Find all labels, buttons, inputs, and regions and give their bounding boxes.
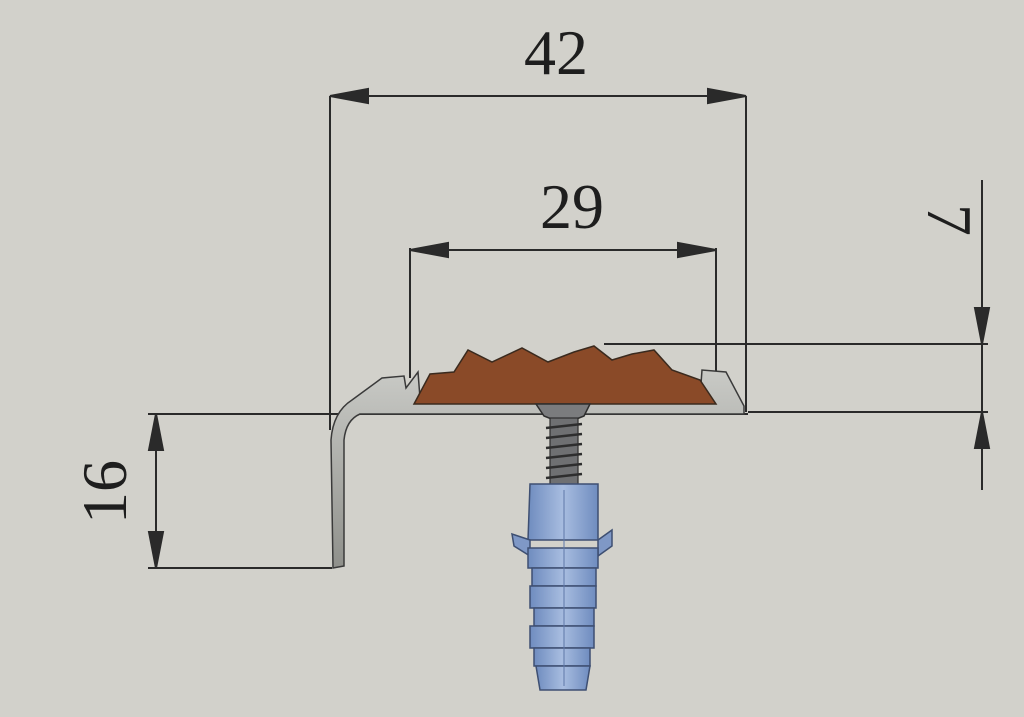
insert-height-label: 7: [914, 204, 985, 236]
dimension-insert-width: [409, 241, 717, 378]
anti-slip-insert: [412, 345, 718, 405]
arrowhead-left: [409, 241, 449, 259]
dowel-icon: [511, 483, 613, 691]
screw-icon: [534, 403, 592, 489]
insert-width-label: 29: [540, 171, 604, 242]
arrowhead-bottom: [973, 411, 991, 449]
profile-height-label: 16: [69, 460, 140, 524]
arrowhead-right: [677, 241, 717, 259]
arrowhead-bottom: [147, 531, 165, 569]
arrowhead-left: [329, 87, 369, 105]
dimension-profile-height: [147, 413, 748, 569]
arrowhead-right: [707, 87, 747, 105]
dimension-insert-height: [604, 180, 991, 490]
dimension-overall-width: [329, 87, 747, 430]
arrowhead-top: [973, 307, 991, 345]
arrowhead-top: [147, 413, 165, 451]
overall-width-label: 42: [524, 17, 588, 88]
